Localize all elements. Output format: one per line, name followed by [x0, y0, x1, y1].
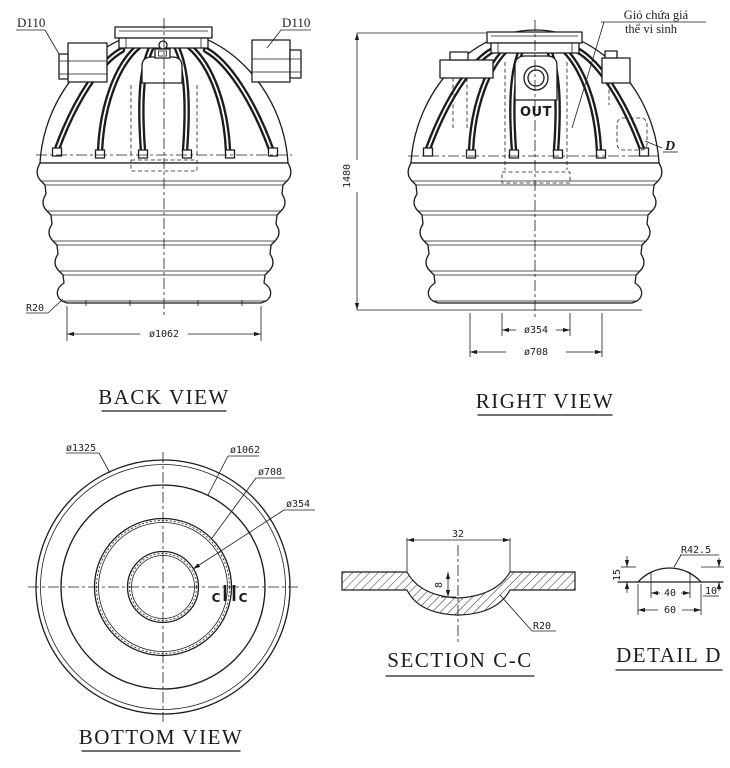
detail-d-title: DETAIL D [616, 643, 722, 667]
out-label: OUT [520, 105, 552, 120]
bottom-dia354-leader [192, 509, 285, 570]
d110-right-leader [266, 29, 282, 49]
d110-left-label: D110 [17, 15, 45, 30]
bottom-dia1062-label: ø1062 [230, 445, 260, 456]
bottom-view-title: BOTTOM VIEW [79, 725, 243, 749]
back-top-port [141, 40, 183, 84]
d110-left-leader [44, 29, 60, 55]
detail-60-label: 60 [664, 605, 676, 616]
section-dim-32: 32 [406, 529, 511, 572]
back-view-title: BACK VIEW [98, 385, 230, 409]
detail-d-ref-label: D [664, 139, 675, 154]
bottom-dia1062-leader [207, 455, 229, 496]
detail-dim-40: 40 [651, 588, 690, 599]
basket-note-leader [571, 21, 605, 129]
section-profile [341, 571, 576, 616]
section-cc-view: 32 8 R20 SECTION C-C [341, 529, 576, 677]
back-pipe-right [251, 39, 302, 83]
right-dim-dia708: ø708 [469, 313, 603, 358]
right-dim-1480: 1480 [342, 32, 486, 310]
detail-dim-15: 15 [612, 556, 630, 593]
detail-r425-label: R42.5 [681, 545, 711, 556]
detail-r425-leader [673, 554, 682, 568]
right-1480-label: 1480 [342, 164, 353, 188]
bottom-view: ø1325 ø1062 ø708 ø354 C C BOTTOM VIEW [28, 443, 315, 752]
out-port: OUT [514, 55, 558, 120]
back-dia1062-label: ø1062 [149, 329, 179, 340]
right-view-title: RIGHT VIEW [476, 389, 614, 413]
bottom-dia708-label: ø708 [258, 467, 282, 478]
detail-d-view: R42.5 15 40 60 10 [612, 545, 724, 671]
detail-bump-arc [637, 567, 702, 583]
bottom-dia1325-leader [98, 452, 111, 474]
right-lid [486, 31, 583, 54]
bottom-dia708-leader [211, 477, 257, 539]
detail-40-label: 40 [664, 588, 676, 599]
right-view: OUT Giỏ chứa giá thể vi sinh D 1480 [342, 8, 706, 416]
section-cc-title: SECTION C-C [387, 648, 532, 672]
detail-10-label: 10 [705, 586, 717, 597]
right-housing-left [439, 51, 494, 128]
back-pipe-left [58, 42, 108, 83]
section-8-label: 8 [434, 582, 445, 588]
detail-dim-60: 60 [637, 584, 702, 616]
right-dia708-label: ø708 [524, 347, 548, 358]
right-housing-right [601, 50, 631, 105]
section-c-left-label: C [212, 591, 221, 605]
basket-note-line2: thể vi sinh [625, 22, 678, 36]
bottom-dia354-label: ø354 [286, 499, 310, 510]
back-view: D110 D110 R20 ø1062 BACK VIEW [16, 15, 311, 412]
section-dim-8: 8 [434, 572, 456, 598]
right-dia354-label: ø354 [524, 325, 548, 336]
basket-note-line1: Giỏ chứa giá [624, 8, 689, 22]
back-dim-dia1062: ø1062 [66, 306, 262, 341]
section-32-label: 32 [452, 529, 464, 540]
right-dim-dia354: ø354 [501, 313, 571, 336]
back-r20-label: R20 [26, 303, 44, 314]
detail-dim-10: 10 [703, 558, 722, 597]
detail-d-leader [644, 140, 663, 149]
section-cut-marks: C C [212, 585, 248, 605]
detail-15-label: 15 [612, 569, 623, 581]
right-hidden-lines [501, 62, 648, 184]
back-r20-leader [47, 298, 64, 314]
section-r20-leader [499, 594, 533, 632]
section-c-right-label: C [239, 591, 248, 605]
section-r20-label: R20 [533, 621, 551, 632]
back-base-ticks [83, 300, 245, 306]
bottom-dia1325-label: ø1325 [66, 443, 96, 454]
d110-right-label: D110 [282, 15, 310, 30]
